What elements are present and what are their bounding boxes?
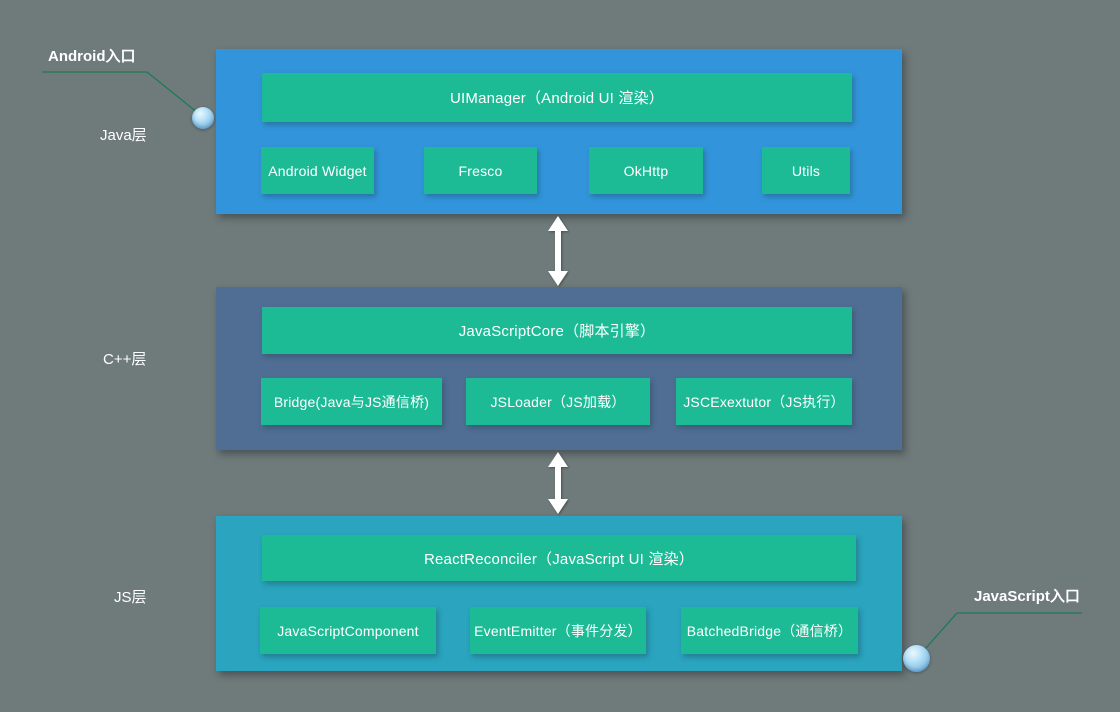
- java-layer-title: UIManager（Android UI 渲染）: [262, 73, 852, 122]
- js-layer-label: JS层: [114, 589, 147, 606]
- double-arrow-icon: [548, 452, 568, 514]
- js-layer-title: ReactReconciler（JavaScript UI 渲染）: [262, 535, 856, 581]
- module-android-widget: Android Widget: [261, 147, 374, 194]
- cpp-layer-title: JavaScriptCore（脚本引擎）: [262, 307, 852, 354]
- double-arrow-icon: [548, 216, 568, 286]
- javascript-entry-dot-icon: [903, 645, 930, 672]
- cpp-layer-box: JavaScriptCore（脚本引擎） Bridge(Java与JS通信桥) …: [216, 287, 902, 450]
- javascript-entry-line: [917, 612, 1082, 658]
- java-layer-box: UIManager（Android UI 渲染） Android Widget …: [216, 49, 902, 214]
- javascript-entry-label: JavaScript入口: [974, 588, 1080, 605]
- module-bridge: Bridge(Java与JS通信桥): [261, 378, 442, 425]
- js-layer-box: ReactReconciler（JavaScript UI 渲染） JavaSc…: [216, 516, 902, 671]
- module-fresco: Fresco: [424, 147, 537, 194]
- module-okhttp: OkHttp: [589, 147, 703, 194]
- module-javascriptcomponent: JavaScriptComponent: [260, 607, 436, 654]
- module-batchedbridge: BatchedBridge（通信桥）: [681, 607, 858, 654]
- cpp-layer-label: C++层: [103, 351, 147, 368]
- module-jsloader: JSLoader（JS加载）: [466, 378, 650, 425]
- module-jscexextutor: JSCExextutor（JS执行）: [676, 378, 852, 425]
- android-entry-line: [42, 71, 204, 118]
- module-utils: Utils: [762, 147, 850, 194]
- android-entry-label: Android入口: [48, 48, 136, 65]
- android-entry-dot-icon: [192, 107, 214, 129]
- java-layer-label: Java层: [100, 127, 147, 144]
- module-eventemitter: EventEmitter（事件分发）: [470, 607, 646, 654]
